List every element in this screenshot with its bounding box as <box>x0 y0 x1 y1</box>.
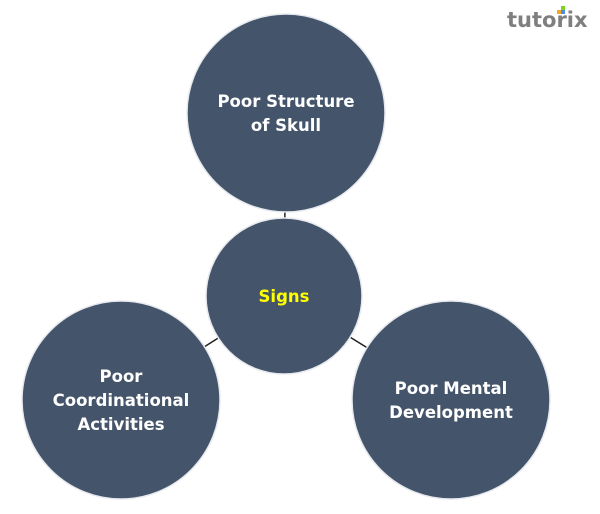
node-circle-poor-mental-development <box>351 300 551 500</box>
node-label-poor-coordinational-activities-line: Poor <box>100 367 144 386</box>
logo-dot <box>561 6 565 10</box>
node-circle-poor-coordinational-activities <box>21 300 221 500</box>
node-label-poor-coordinational-activities-line: Coordinational <box>53 391 190 410</box>
connector-line <box>349 336 368 349</box>
node-label-poor-mental-development-line: Poor Mental <box>395 379 508 398</box>
tutorix-logo: tutorix <box>507 8 588 32</box>
node-label-poor-mental-development-line: Development <box>389 403 513 422</box>
node-circle-poor-structure-of-skull <box>186 13 386 213</box>
center-circle-signs <box>205 217 363 375</box>
logo-dot <box>561 10 565 14</box>
logo-text: tutorix <box>507 8 588 32</box>
node-label-poor-coordinational-activities-line: Activities <box>77 415 164 434</box>
node-label-poor-structure-of-skull-line: of Skull <box>251 116 321 135</box>
circles <box>21 13 551 500</box>
connectors <box>204 211 368 349</box>
center-label-signs-line: Signs <box>259 287 310 306</box>
node-label-poor-structure-of-skull-line: Poor Structure <box>217 92 354 111</box>
labels: Poor Structure of SkullPoorCoordinational… <box>53 92 513 434</box>
logo-dots-icon <box>557 6 567 16</box>
connector-line <box>204 337 219 348</box>
logo-dot <box>557 10 561 14</box>
